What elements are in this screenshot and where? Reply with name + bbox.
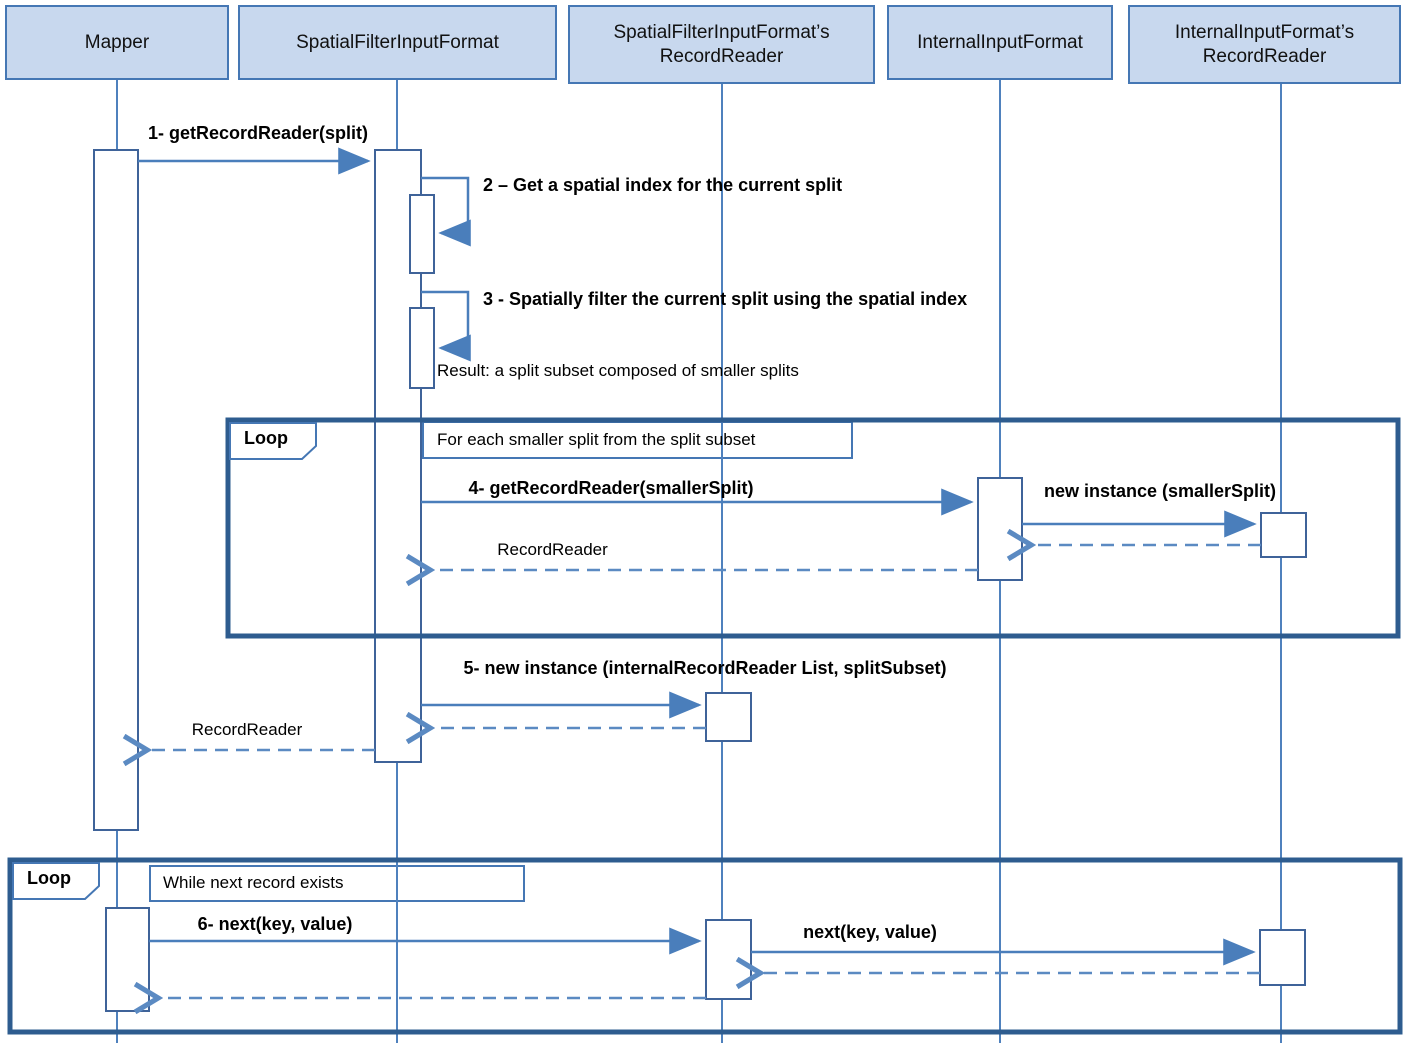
label-result3: Result: a split subset composed of small… (437, 361, 799, 380)
label-return5: RecordReader (191, 720, 303, 739)
loop2-condition-box (149, 865, 525, 902)
participant-spatialfilter-recordreader: SpatialFilterInputFormat’s RecordReader (568, 5, 875, 84)
participant-mapper: Mapper (5, 5, 229, 80)
activation-internal-recordreader-2 (1259, 929, 1306, 986)
activation-internalinputformat (977, 477, 1023, 581)
activation-internal-recordreader-1 (1260, 512, 1307, 558)
activation-self-call-2 (409, 194, 435, 274)
loop1-condition-box (422, 421, 853, 459)
participant-internalinputformat: InternalInputFormat (887, 5, 1113, 80)
arrow-selfcall-2 (421, 176, 471, 247)
label-new-instance: new instance (smallerSplit) (1043, 481, 1277, 501)
activation-spatialfilter-recordreader-1 (705, 692, 752, 742)
activation-spatialfilter-recordreader-2 (705, 919, 752, 1000)
label-loop2-condition: While next record exists (163, 873, 344, 892)
label-loop1-condition: For each smaller split from the split su… (437, 430, 756, 449)
activation-mapper-1 (93, 149, 139, 831)
call-arrows (138, 147, 1257, 966)
activation-self-call-3 (409, 307, 435, 389)
activation-mapper-2 (105, 907, 150, 1012)
label-msg5: 5- new instance (internalRecordReader Li… (463, 658, 947, 678)
loop-frames (7, 417, 1403, 1035)
loop-condition-boxes (149, 421, 853, 902)
loop1-tab (229, 422, 317, 460)
loop-tabs (12, 422, 317, 900)
loop2-tab (12, 862, 100, 900)
label-msg4: 4- getRecordReader(smallerSplit) (468, 478, 754, 498)
participant-spatialfilterinputformat: SpatialFilterInputFormat (238, 5, 557, 80)
arrow-selfcall-3 (421, 290, 471, 362)
label-loop2: Loop (27, 868, 71, 888)
participant-internal-recordreader: InternalInputFormat’s RecordReader (1128, 5, 1401, 84)
loop2-frame (7, 857, 1403, 1035)
label-msg2: 2 – Get a spatial index for the current … (483, 175, 843, 195)
return-arrows (145, 545, 1261, 998)
label-msg3: 3 - Spatially filter the current split u… (483, 289, 968, 309)
label-loop1: Loop (244, 428, 288, 448)
label-msg6: 6- next(key, value) (197, 914, 353, 934)
label-next-forward: next(key, value) (803, 922, 937, 942)
label-return4: RecordReader (497, 540, 608, 559)
label-msg1: 1- getRecordReader(split) (147, 123, 369, 143)
loop1-frame (225, 417, 1401, 639)
